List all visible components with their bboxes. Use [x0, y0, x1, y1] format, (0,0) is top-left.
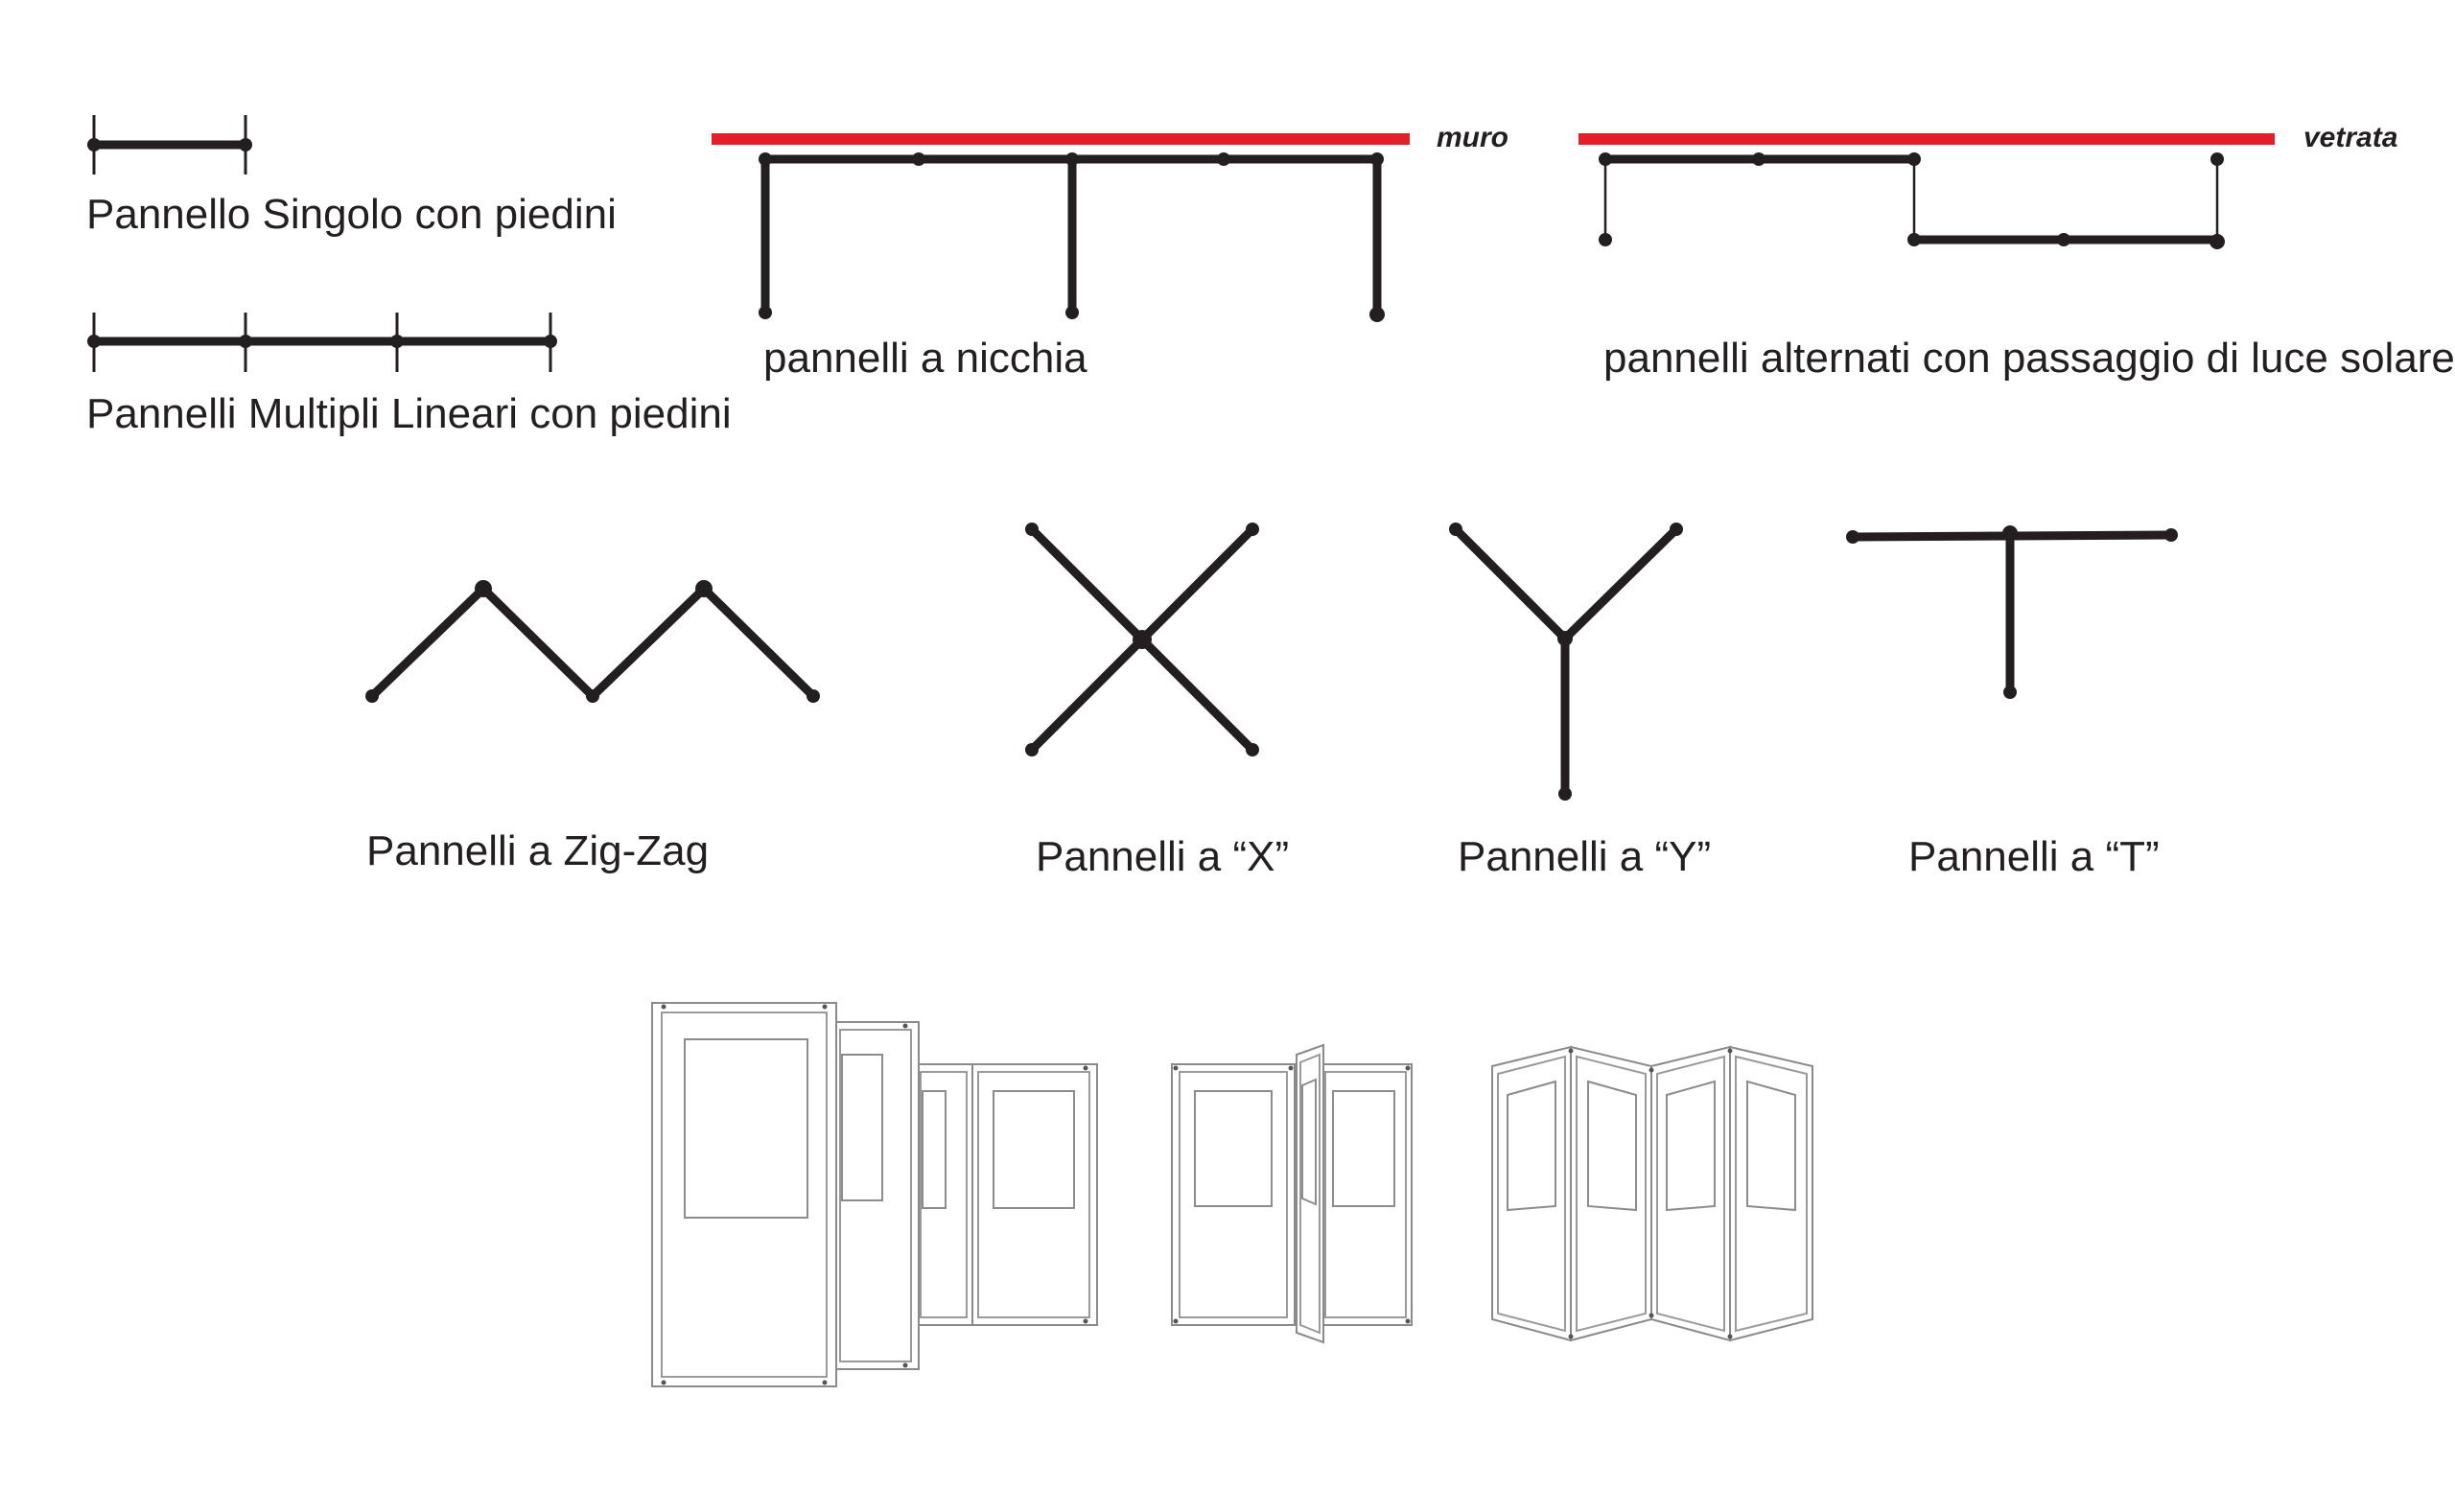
panel-drawing-hinged — [1171, 1043, 1413, 1344]
multi-linear-panel-label: Pannelli Multipli Lineari con piedini — [86, 390, 732, 437]
t-panel-label: Pannelli a “T” — [1908, 833, 2160, 880]
single-panel-diagram — [87, 115, 252, 174]
zigzag-panel-diagram — [365, 580, 820, 703]
alternating-panel-label: pannelli alternati con passaggio di luce… — [1603, 335, 2455, 382]
niche-panel-label: pannelli a nicchia — [763, 335, 1087, 382]
alternating-panel-diagram — [1578, 133, 2275, 249]
multi-linear-panel-diagram — [87, 313, 557, 372]
niche-panel-diagram — [712, 133, 1410, 322]
x-panel-diagram — [1025, 523, 1259, 756]
x-panel-label: Pannelli a “X” — [1036, 833, 1289, 880]
panel-drawing-staggered — [651, 1002, 1098, 1387]
single-panel-label: Pannello Singolo con piedini — [86, 191, 617, 238]
glass-tag: vetrata — [2303, 122, 2397, 153]
y-panel-label: Pannelli a “Y” — [1458, 833, 1711, 880]
y-panel-diagram — [1449, 523, 1683, 801]
wall-tag: muro — [1437, 122, 1508, 153]
t-panel-diagram — [1846, 525, 2178, 699]
panel-drawing-folding-screen — [1491, 1045, 1813, 1342]
zigzag-panel-label: Pannelli a Zig-Zag — [366, 827, 709, 874]
